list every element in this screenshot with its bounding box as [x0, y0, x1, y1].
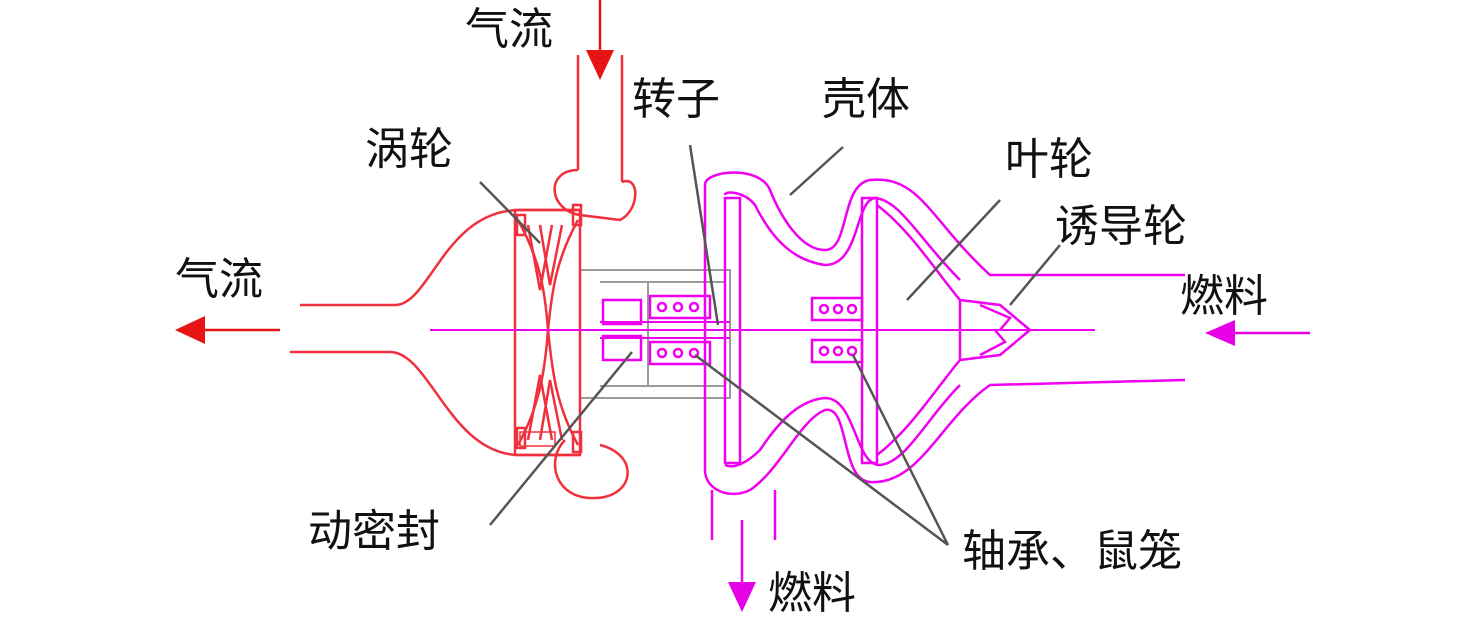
- leader-bearing-a: [694, 354, 949, 546]
- airflow-arrows: [175, 0, 614, 344]
- label-turbine: 涡轮: [365, 124, 453, 175]
- airflow-in-arrowhead: [586, 50, 614, 80]
- label-airflow-in: 气流: [465, 4, 553, 55]
- label-fuel-in: 燃料: [1180, 271, 1268, 322]
- leader-casing: [789, 146, 844, 196]
- fuel-in-arrowhead: [1205, 320, 1235, 346]
- leader-lines: [479, 144, 1061, 546]
- label-dynamic-seal: 动密封: [308, 506, 440, 557]
- leader-rotor: [688, 144, 720, 326]
- turbine-assembly: [290, 55, 637, 500]
- leader-turbine: [479, 181, 541, 244]
- bearing-housing: [579, 269, 731, 399]
- airflow-out-arrowhead: [175, 316, 205, 344]
- label-bearing-cage: 轴承、鼠笼: [962, 526, 1182, 577]
- label-fuel-out: 燃料: [768, 568, 856, 619]
- leader-bearing-b: [851, 354, 950, 546]
- leader-inducer: [1009, 244, 1061, 306]
- label-airflow-out: 气流: [175, 254, 263, 305]
- pump-assembly: [430, 171, 1186, 540]
- leader-impeller: [906, 199, 1001, 301]
- label-inducer: 诱导轮: [1055, 201, 1187, 252]
- leader-dynamic-seal: [489, 351, 633, 526]
- label-casing: 壳体: [822, 74, 910, 125]
- fuel-arrows: [728, 320, 1310, 612]
- fuel-out-arrowhead: [728, 582, 756, 612]
- label-impeller: 叶轮: [1005, 134, 1093, 185]
- label-rotor: 转子: [632, 74, 720, 125]
